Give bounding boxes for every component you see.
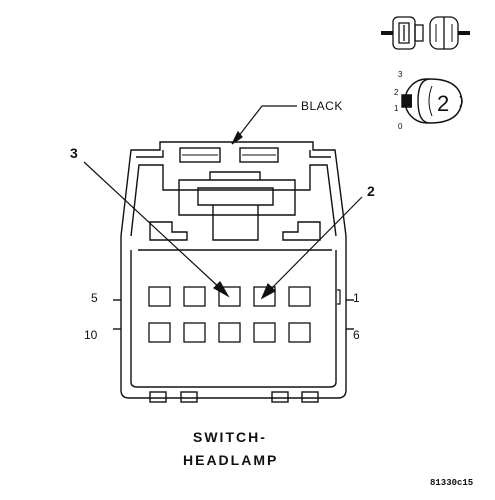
cavity-5 (148, 286, 171, 307)
callout-arrow-3 (83, 161, 230, 298)
selected-position: 2 (437, 91, 449, 116)
connector-body (113, 141, 354, 403)
cavity-4 (183, 286, 206, 307)
caption-line-1: SWITCH- (193, 429, 267, 445)
callout-arrow-2 (260, 196, 363, 300)
cavity-8 (218, 322, 241, 343)
pin-cavities (148, 286, 311, 343)
cavity-1 (288, 286, 311, 307)
position-label-2: 2 (394, 88, 399, 97)
switch-position-icon: 3 2 1 0 2 (394, 70, 463, 131)
caption-line-2: HEADLAMP (183, 452, 278, 468)
pin-label-1: 1 (353, 291, 360, 305)
cavity-10 (148, 322, 171, 343)
pin-label-5: 5 (91, 291, 98, 305)
black-leader-arrow (231, 105, 297, 145)
pin-label-6: 6 (353, 328, 360, 342)
figure-id: 81330c15 (430, 478, 473, 488)
color-label: BLACK (301, 99, 343, 113)
pin-label-10: 10 (84, 328, 98, 342)
callout-label-2: 2 (367, 183, 375, 199)
position-label-1: 1 (394, 104, 399, 113)
position-label-0: 0 (398, 122, 403, 131)
callout-label-3: 3 (70, 145, 78, 161)
connector-type-icon (381, 16, 470, 50)
cavity-6 (288, 322, 311, 343)
cavity-7 (253, 322, 276, 343)
position-label-3: 3 (398, 70, 403, 79)
cavity-9 (183, 322, 206, 343)
